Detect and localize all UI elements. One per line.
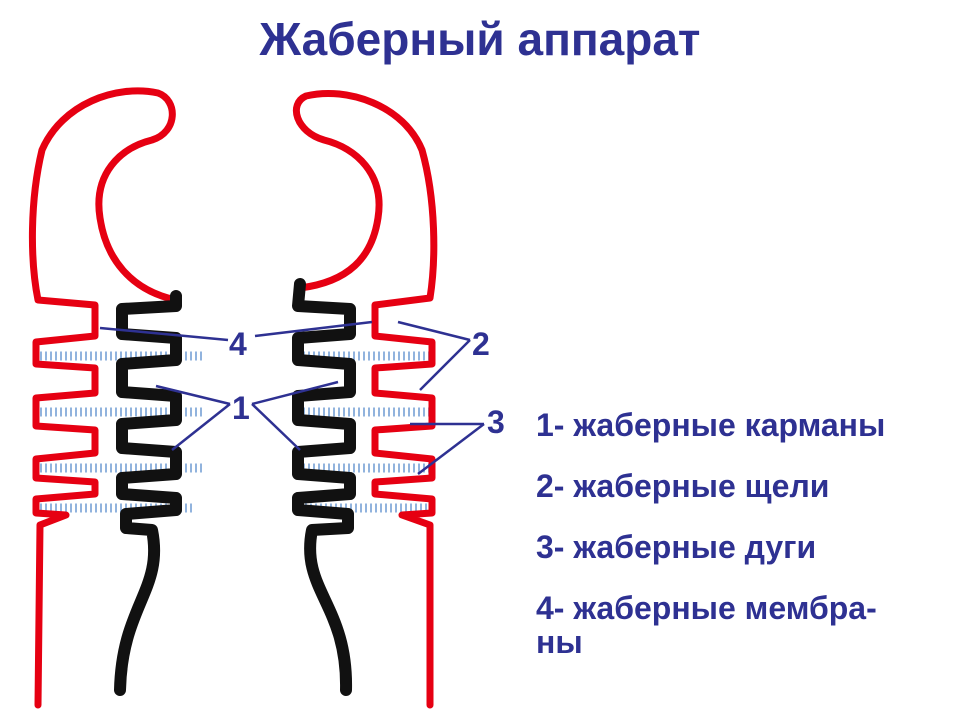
ectoderm-right: [292, 89, 438, 709]
legend-item-1: 1- жаберные карманы: [536, 408, 956, 442]
callout-3: 3: [487, 404, 505, 440]
legend-item-3: 3- жаберные дуги: [536, 530, 956, 564]
endoderm-right: [292, 278, 356, 696]
callout-4: 4: [229, 326, 247, 362]
leader-4-left: [99, 326, 229, 342]
legend-item-text: 4- жаберные мембра- ны: [536, 590, 877, 660]
callout-1: 1: [232, 390, 250, 426]
leader-2-b: [419, 339, 471, 391]
callout-2: 2: [472, 326, 490, 362]
legend-item-text: 1- жаберные карманы: [536, 407, 886, 443]
leader-1-d: [251, 403, 301, 451]
leader-1-a: [155, 384, 231, 406]
legend-item-2: 2- жаберные щели: [536, 469, 956, 503]
legend-item-text: 3- жаберные дуги: [536, 529, 817, 565]
leader-1-c: [251, 380, 339, 406]
leader-lines: [99, 320, 485, 475]
legend-item-text: 2- жаберные щели: [536, 468, 830, 504]
leader-1-b: [171, 403, 231, 451]
leader-4-right: [254, 320, 373, 338]
ectoderm-left: [28, 87, 180, 709]
legend-item-4: 4- жаберные мембра- ны: [536, 591, 956, 659]
legend: 1- жаберные карманы 2- жаберные щели 3- …: [536, 408, 956, 686]
endoderm-left: [114, 290, 182, 696]
leader-2-a: [397, 320, 471, 342]
page-title: Жаберный аппарат: [259, 13, 701, 65]
leader-3-b: [417, 423, 485, 475]
